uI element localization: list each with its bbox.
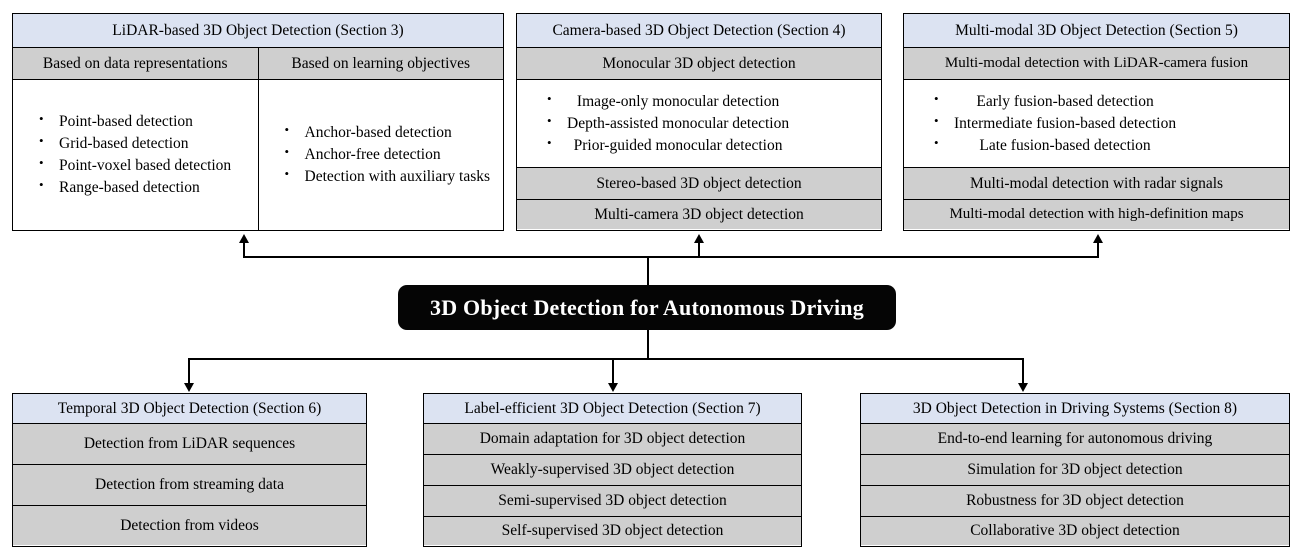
list-item: Point-voxel based detection (39, 154, 231, 177)
arrow-up-icon-camera (694, 234, 704, 243)
list-item: Prior-guided monocular detection (547, 134, 789, 157)
multimodal-subheader-lidar-camera-fusion: Multi-modal detection with LiDAR-camera … (904, 48, 1289, 80)
camera-subheader-monocular: Monocular 3D object detection (517, 48, 881, 80)
connector-bottom-stem-driving-systems (1022, 358, 1024, 383)
connector-bottom-stem-temporal (188, 358, 190, 383)
camera-row-multi-camera: Multi-camera 3D object detection (517, 200, 881, 229)
camera-row-stereo-based: Stereo-based 3D object detection (517, 168, 881, 200)
section-box-label-efficient-header: Label-efficient 3D Object Detection (Sec… (424, 394, 801, 424)
bullet-list-camera-monocular: Image-only monocular detection Depth-ass… (521, 90, 789, 157)
driving-systems-row-robustness: Robustness for 3D object detection (861, 486, 1289, 517)
section-box-label-efficient: Label-efficient 3D Object Detection (Sec… (423, 393, 802, 547)
list-item: Anchor-based detection (285, 121, 491, 144)
label-efficient-row-semi-supervised: Semi-supervised 3D object detection (424, 486, 801, 517)
arrow-up-icon-lidar (239, 234, 249, 243)
label-efficient-row-self-supervised: Self-supervised 3D object detection (424, 517, 801, 545)
arrow-up-icon-multimodal (1093, 234, 1103, 243)
temporal-row-lidar-sequences: Detection from LiDAR sequences (13, 424, 366, 465)
connector-top-stem-lidar (243, 243, 245, 257)
list-item: Detection with auxiliary tasks (285, 165, 491, 188)
lidar-column-body-learning-objectives: Anchor-based detection Anchor-free detec… (258, 80, 503, 230)
driving-systems-row-collaborative: Collaborative 3D object detection (861, 517, 1289, 545)
list-item: Late fusion-based detection (934, 134, 1176, 157)
multimodal-bullets-container: Early fusion-based detection Intermediat… (904, 80, 1289, 168)
section-box-temporal: Temporal 3D Object Detection (Section 6)… (12, 393, 367, 547)
arrow-down-icon-temporal (184, 383, 194, 392)
connector-root-to-bottom (647, 325, 649, 360)
connector-root-to-top (647, 256, 649, 292)
list-item: Intermediate fusion-based detection (934, 112, 1176, 135)
label-efficient-row-domain-adaptation: Domain adaptation for 3D object detectio… (424, 424, 801, 455)
connector-top-stem-camera (698, 243, 700, 257)
bullet-list-lidar-learning-objectives: Anchor-based detection Anchor-free detec… (259, 121, 491, 188)
section-box-camera-based-header: Camera-based 3D Object Detection (Sectio… (517, 14, 881, 48)
lidar-column-headers: Based on data representations Based on l… (13, 48, 503, 80)
lidar-column-header-learning-objectives: Based on learning objectives (258, 48, 503, 80)
section-box-lidar-based-header: LiDAR-based 3D Object Detection (Section… (13, 14, 503, 48)
connector-bottom-stem-label-efficient (612, 358, 614, 383)
list-item: Grid-based detection (39, 132, 231, 155)
connector-top-horizontal-bar (243, 256, 1099, 258)
driving-systems-row-simulation: Simulation for 3D object detection (861, 455, 1289, 486)
connector-top-stem-multimodal (1097, 243, 1099, 257)
list-item: Depth-assisted monocular detection (547, 112, 789, 135)
section-box-multi-modal: Multi-modal 3D Object Detection (Section… (903, 13, 1290, 231)
list-item: Image-only monocular detection (547, 90, 789, 113)
arrow-down-icon-driving-systems (1018, 383, 1028, 392)
temporal-row-streaming-data: Detection from streaming data (13, 465, 366, 506)
arrow-down-icon-label-efficient (608, 383, 618, 392)
connector-bottom-horizontal-bar (188, 358, 1024, 360)
section-box-camera-based: Camera-based 3D Object Detection (Sectio… (516, 13, 882, 231)
section-box-multi-modal-header: Multi-modal 3D Object Detection (Section… (904, 14, 1289, 48)
section-box-driving-systems: 3D Object Detection in Driving Systems (… (860, 393, 1290, 547)
driving-systems-row-end-to-end: End-to-end learning for autonomous drivi… (861, 424, 1289, 455)
list-item: Point-based detection (39, 110, 231, 133)
multimodal-row-hd-maps: Multi-modal detection with high-definiti… (904, 200, 1289, 229)
list-item: Range-based detection (39, 176, 231, 199)
section-box-temporal-header: Temporal 3D Object Detection (Section 6) (13, 394, 366, 424)
lidar-column-body-data-representations: Point-based detection Grid-based detecti… (13, 80, 259, 230)
label-efficient-row-weakly-supervised: Weakly-supervised 3D object detection (424, 455, 801, 486)
list-item: Early fusion-based detection (934, 90, 1176, 113)
lidar-column-bodies: Point-based detection Grid-based detecti… (13, 80, 503, 230)
bullet-list-lidar-data-representations: Point-based detection Grid-based detecti… (13, 110, 231, 199)
temporal-row-videos: Detection from videos (13, 506, 366, 545)
multimodal-row-radar-signals: Multi-modal detection with radar signals (904, 168, 1289, 200)
section-box-driving-systems-header: 3D Object Detection in Driving Systems (… (861, 394, 1289, 424)
section-box-lidar-based: LiDAR-based 3D Object Detection (Section… (12, 13, 504, 231)
bullet-list-multimodal-fusion: Early fusion-based detection Intermediat… (908, 90, 1176, 157)
list-item: Anchor-free detection (285, 143, 491, 166)
root-node-3d-object-detection: 3D Object Detection for Autonomous Drivi… (398, 285, 896, 330)
camera-bullets-container: Image-only monocular detection Depth-ass… (517, 80, 881, 168)
lidar-column-header-data-representations: Based on data representations (13, 48, 259, 80)
